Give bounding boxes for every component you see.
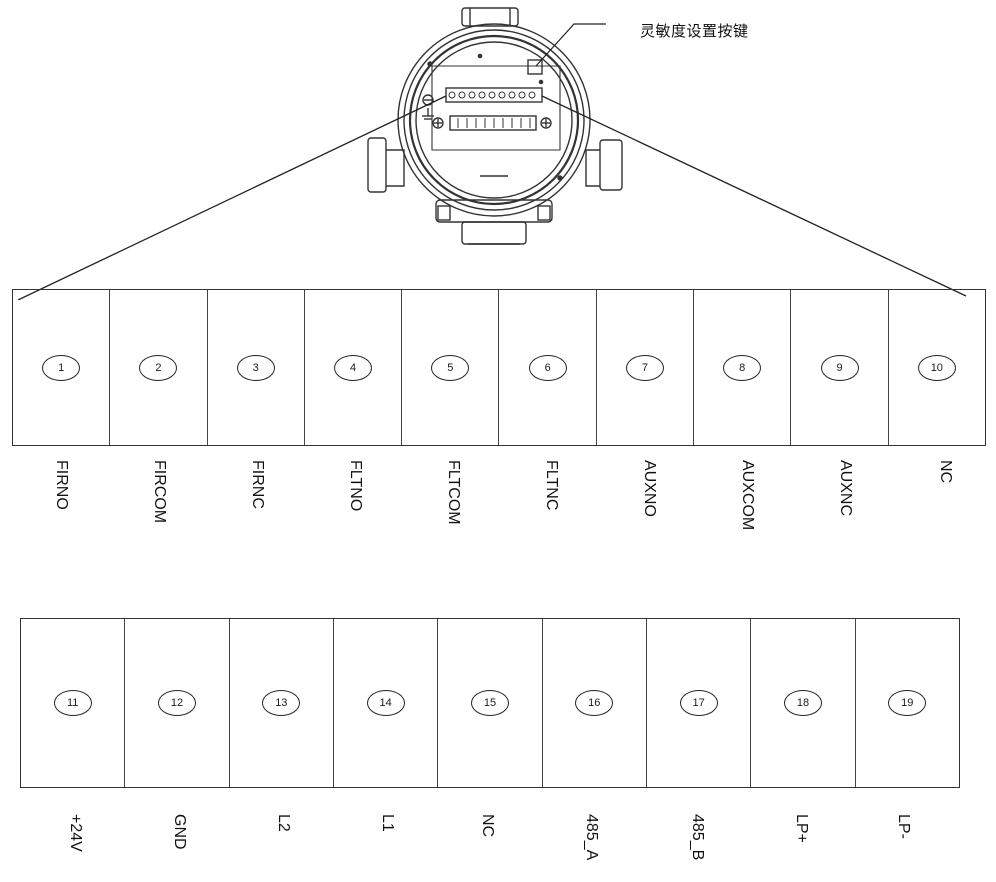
terminal-1: 1 bbox=[13, 290, 111, 445]
terminal-number: 9 bbox=[820, 354, 859, 381]
terminal-13: 13 bbox=[230, 619, 334, 787]
terminal-number: 5 bbox=[431, 354, 470, 381]
sensitivity-button-callout: 灵敏度设置按键 bbox=[640, 22, 749, 40]
terminal-19: 19 bbox=[856, 619, 959, 787]
terminal-16: 16 bbox=[543, 619, 647, 787]
terminal-label: L1 bbox=[379, 814, 396, 832]
terminal-number: 18 bbox=[783, 690, 822, 716]
terminal-number: 8 bbox=[723, 354, 762, 381]
terminal-label: L2 bbox=[275, 814, 292, 832]
terminal-14: 14 bbox=[334, 619, 439, 787]
terminal-3: 3 bbox=[208, 290, 305, 445]
terminal-label: 485_A bbox=[583, 814, 600, 861]
bottom-terminal-strip: 11 12 13 14 15 16 17 18 19 bbox=[20, 618, 960, 788]
terminal-number: 7 bbox=[625, 354, 664, 381]
terminal-label: AUXNO bbox=[641, 460, 658, 517]
terminal-number: 16 bbox=[575, 690, 614, 716]
terminal-number: 19 bbox=[888, 690, 927, 716]
terminal-number: 17 bbox=[679, 690, 718, 716]
terminal-9: 9 bbox=[791, 290, 889, 445]
terminal-number: 14 bbox=[366, 690, 405, 716]
top-terminal-strip: 1 2 3 4 5 6 7 8 9 10 bbox=[12, 289, 986, 446]
terminal-18: 18 bbox=[751, 619, 856, 787]
terminal-12: 12 bbox=[125, 619, 230, 787]
terminal-8: 8 bbox=[694, 290, 792, 445]
terminal-number: 1 bbox=[42, 354, 81, 381]
terminal-label: +24V bbox=[67, 814, 84, 852]
terminal-number: 12 bbox=[157, 690, 196, 716]
terminal-label: AUXCOM bbox=[739, 460, 756, 531]
terminal-6: 6 bbox=[499, 290, 597, 445]
terminal-2: 2 bbox=[110, 290, 208, 445]
terminal-number: 15 bbox=[470, 690, 509, 716]
terminal-label: FIRNO bbox=[53, 460, 70, 510]
terminal-label: AUXNC bbox=[837, 460, 854, 517]
terminal-label: GND bbox=[171, 814, 188, 850]
terminal-4: 4 bbox=[305, 290, 403, 445]
terminal-label: NC bbox=[479, 814, 496, 838]
terminal-number: 3 bbox=[236, 354, 275, 381]
terminal-label: LP- bbox=[895, 814, 912, 839]
terminal-number: 11 bbox=[53, 690, 92, 716]
terminal-number: 2 bbox=[139, 354, 178, 381]
terminal-5: 5 bbox=[402, 290, 500, 445]
terminal-10: 10 bbox=[889, 290, 985, 445]
terminal-number: 4 bbox=[334, 354, 373, 381]
terminal-15: 15 bbox=[438, 619, 543, 787]
terminal-label: FIRCOM bbox=[151, 460, 168, 524]
terminal-number: 13 bbox=[262, 690, 301, 716]
detector-housing-drawing bbox=[17, 7, 967, 300]
terminal-11: 11 bbox=[21, 619, 126, 787]
terminal-7: 7 bbox=[597, 290, 695, 445]
terminal-label: LP+ bbox=[793, 814, 810, 843]
terminal-label: NC bbox=[937, 460, 954, 484]
terminal-label: FLTCOM bbox=[445, 460, 462, 525]
terminal-label: FLTNO bbox=[347, 460, 364, 512]
terminal-17: 17 bbox=[647, 619, 752, 787]
terminal-number: 6 bbox=[528, 354, 567, 381]
terminal-number: 10 bbox=[917, 354, 956, 381]
terminal-label: FLTNC bbox=[543, 460, 560, 511]
terminal-label: 485_B bbox=[689, 814, 706, 861]
terminal-label: FIRNC bbox=[249, 460, 266, 509]
